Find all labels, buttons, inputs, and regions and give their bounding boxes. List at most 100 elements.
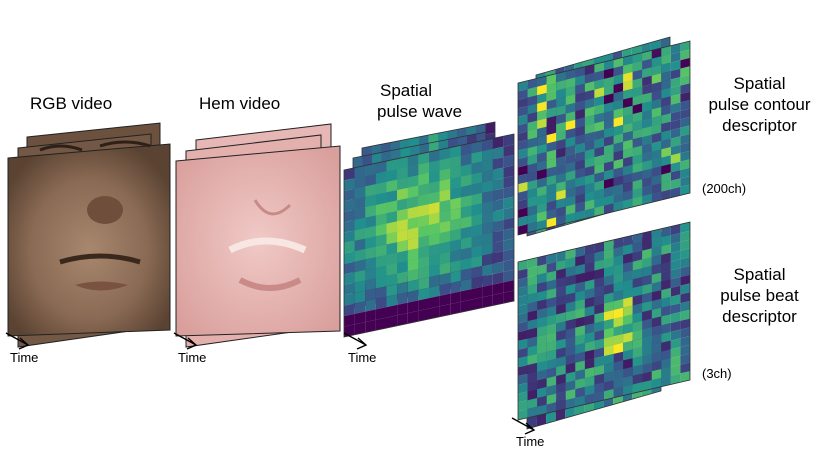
heatmap-cell xyxy=(354,269,366,283)
heatmap-cell xyxy=(565,128,576,139)
heatmap-cell xyxy=(450,270,461,284)
heatmap-cell xyxy=(594,129,604,141)
heatmap-cell xyxy=(556,347,566,359)
heatmap-cell xyxy=(482,201,493,214)
heatmap-cell xyxy=(584,279,595,291)
heatmap-cell xyxy=(670,153,681,164)
heatmap-cell xyxy=(375,254,387,268)
heatmap-cell xyxy=(386,252,398,266)
heatmap-cell xyxy=(418,172,429,186)
heatmap-cell xyxy=(527,145,538,157)
heatmap-cell xyxy=(670,364,681,376)
heatmap-cell xyxy=(450,145,461,158)
heatmap-cell xyxy=(632,137,643,148)
heatmap-cell xyxy=(680,336,690,348)
heatmap-cell xyxy=(613,184,624,195)
heatmap-cell xyxy=(670,329,681,341)
heatmap-cell xyxy=(651,183,662,194)
heatmap-cell xyxy=(642,109,652,121)
heatmap-cell xyxy=(565,389,576,401)
heatmap-cell xyxy=(344,209,355,223)
heatmap-cell xyxy=(546,82,557,93)
heatmap-cell xyxy=(546,253,557,265)
heatmap-cell xyxy=(527,389,538,401)
heatmap-cell xyxy=(556,189,566,201)
heatmap-cell xyxy=(623,55,633,66)
heatmap-cell xyxy=(439,210,451,223)
heatmap-cell xyxy=(518,207,528,219)
heatmap-cell xyxy=(575,395,585,407)
heatmap-cell xyxy=(604,389,614,400)
heatmap-cell xyxy=(344,251,355,264)
heatmap-cell xyxy=(492,188,504,202)
heatmap-cell xyxy=(575,134,585,145)
heatmap-cell xyxy=(537,378,547,390)
heatmap-cell xyxy=(575,108,585,120)
heatmap-cell xyxy=(661,130,671,141)
heatmap-cell xyxy=(661,340,671,352)
heatmap-cell xyxy=(450,207,461,221)
heatmap-cell xyxy=(407,279,419,293)
heatmap-cell xyxy=(584,375,595,387)
heatmap-cell xyxy=(661,96,671,108)
heatmap-cell xyxy=(661,244,671,255)
heatmap-cell xyxy=(365,205,376,218)
heatmap-cell xyxy=(429,181,440,194)
heatmap-cell xyxy=(407,258,419,272)
heatmap-cell xyxy=(623,358,633,370)
heatmap-cell xyxy=(565,397,576,409)
heatmap-cell xyxy=(546,183,557,195)
heatmap-cell xyxy=(680,74,690,86)
heatmap-cell xyxy=(546,175,557,186)
heatmap-cell xyxy=(670,294,681,306)
heatmap-cell xyxy=(584,115,595,126)
heatmap-cell xyxy=(661,180,671,192)
heatmap-cell xyxy=(623,156,633,168)
heatmap-cell xyxy=(527,310,538,322)
heatmap-cell xyxy=(460,226,472,240)
heatmap-cell xyxy=(670,285,681,297)
heatmap-cell xyxy=(407,196,419,209)
label-line: descriptor xyxy=(722,116,797,135)
heatmap-cell xyxy=(546,314,557,326)
heatmap-cell xyxy=(680,230,690,242)
heatmap-cell xyxy=(594,382,604,394)
heatmap-cell xyxy=(642,143,652,154)
heatmap-cell xyxy=(604,301,614,313)
heatmap-cell xyxy=(482,211,493,225)
heatmap-cell xyxy=(642,151,652,163)
heatmap-cell xyxy=(613,378,624,389)
heatmap-cell xyxy=(623,122,633,134)
heatmap-cell xyxy=(537,219,547,231)
heatmap-cell xyxy=(365,236,376,249)
heatmap-cell xyxy=(518,106,528,117)
heatmap-cell xyxy=(386,231,398,245)
heatmap-cell xyxy=(613,307,624,319)
heatmap-cell xyxy=(471,203,483,217)
heatmap-cell xyxy=(613,192,624,204)
heatmap-cell xyxy=(575,92,585,103)
time-label: Time xyxy=(10,350,39,365)
heatmap-cell xyxy=(632,187,643,199)
heatmap-cell xyxy=(623,261,633,273)
heatmap-cell xyxy=(575,343,585,354)
heatmap-cell xyxy=(575,151,585,162)
heatmap-cell xyxy=(651,107,662,118)
heatmap-cell xyxy=(604,144,614,155)
heatmap-cell xyxy=(450,239,461,252)
heatmap-cell xyxy=(518,356,528,368)
heatmap-cell xyxy=(594,163,604,175)
heatmap-cell xyxy=(492,178,504,191)
heatmap-cell xyxy=(575,125,585,137)
heatmap-cell xyxy=(527,171,538,182)
heatmap-cell xyxy=(575,307,585,319)
heatmap-cell xyxy=(680,327,690,339)
heatmap-cell xyxy=(642,117,652,129)
heatmap-cell xyxy=(546,149,557,161)
heatmap-cell xyxy=(471,245,483,258)
heatmap-cell xyxy=(623,105,633,117)
heatmap-cell xyxy=(575,255,585,267)
heatmap-cell xyxy=(546,305,557,317)
heatmap-cell xyxy=(375,317,387,331)
heatmap-cell xyxy=(661,54,671,65)
